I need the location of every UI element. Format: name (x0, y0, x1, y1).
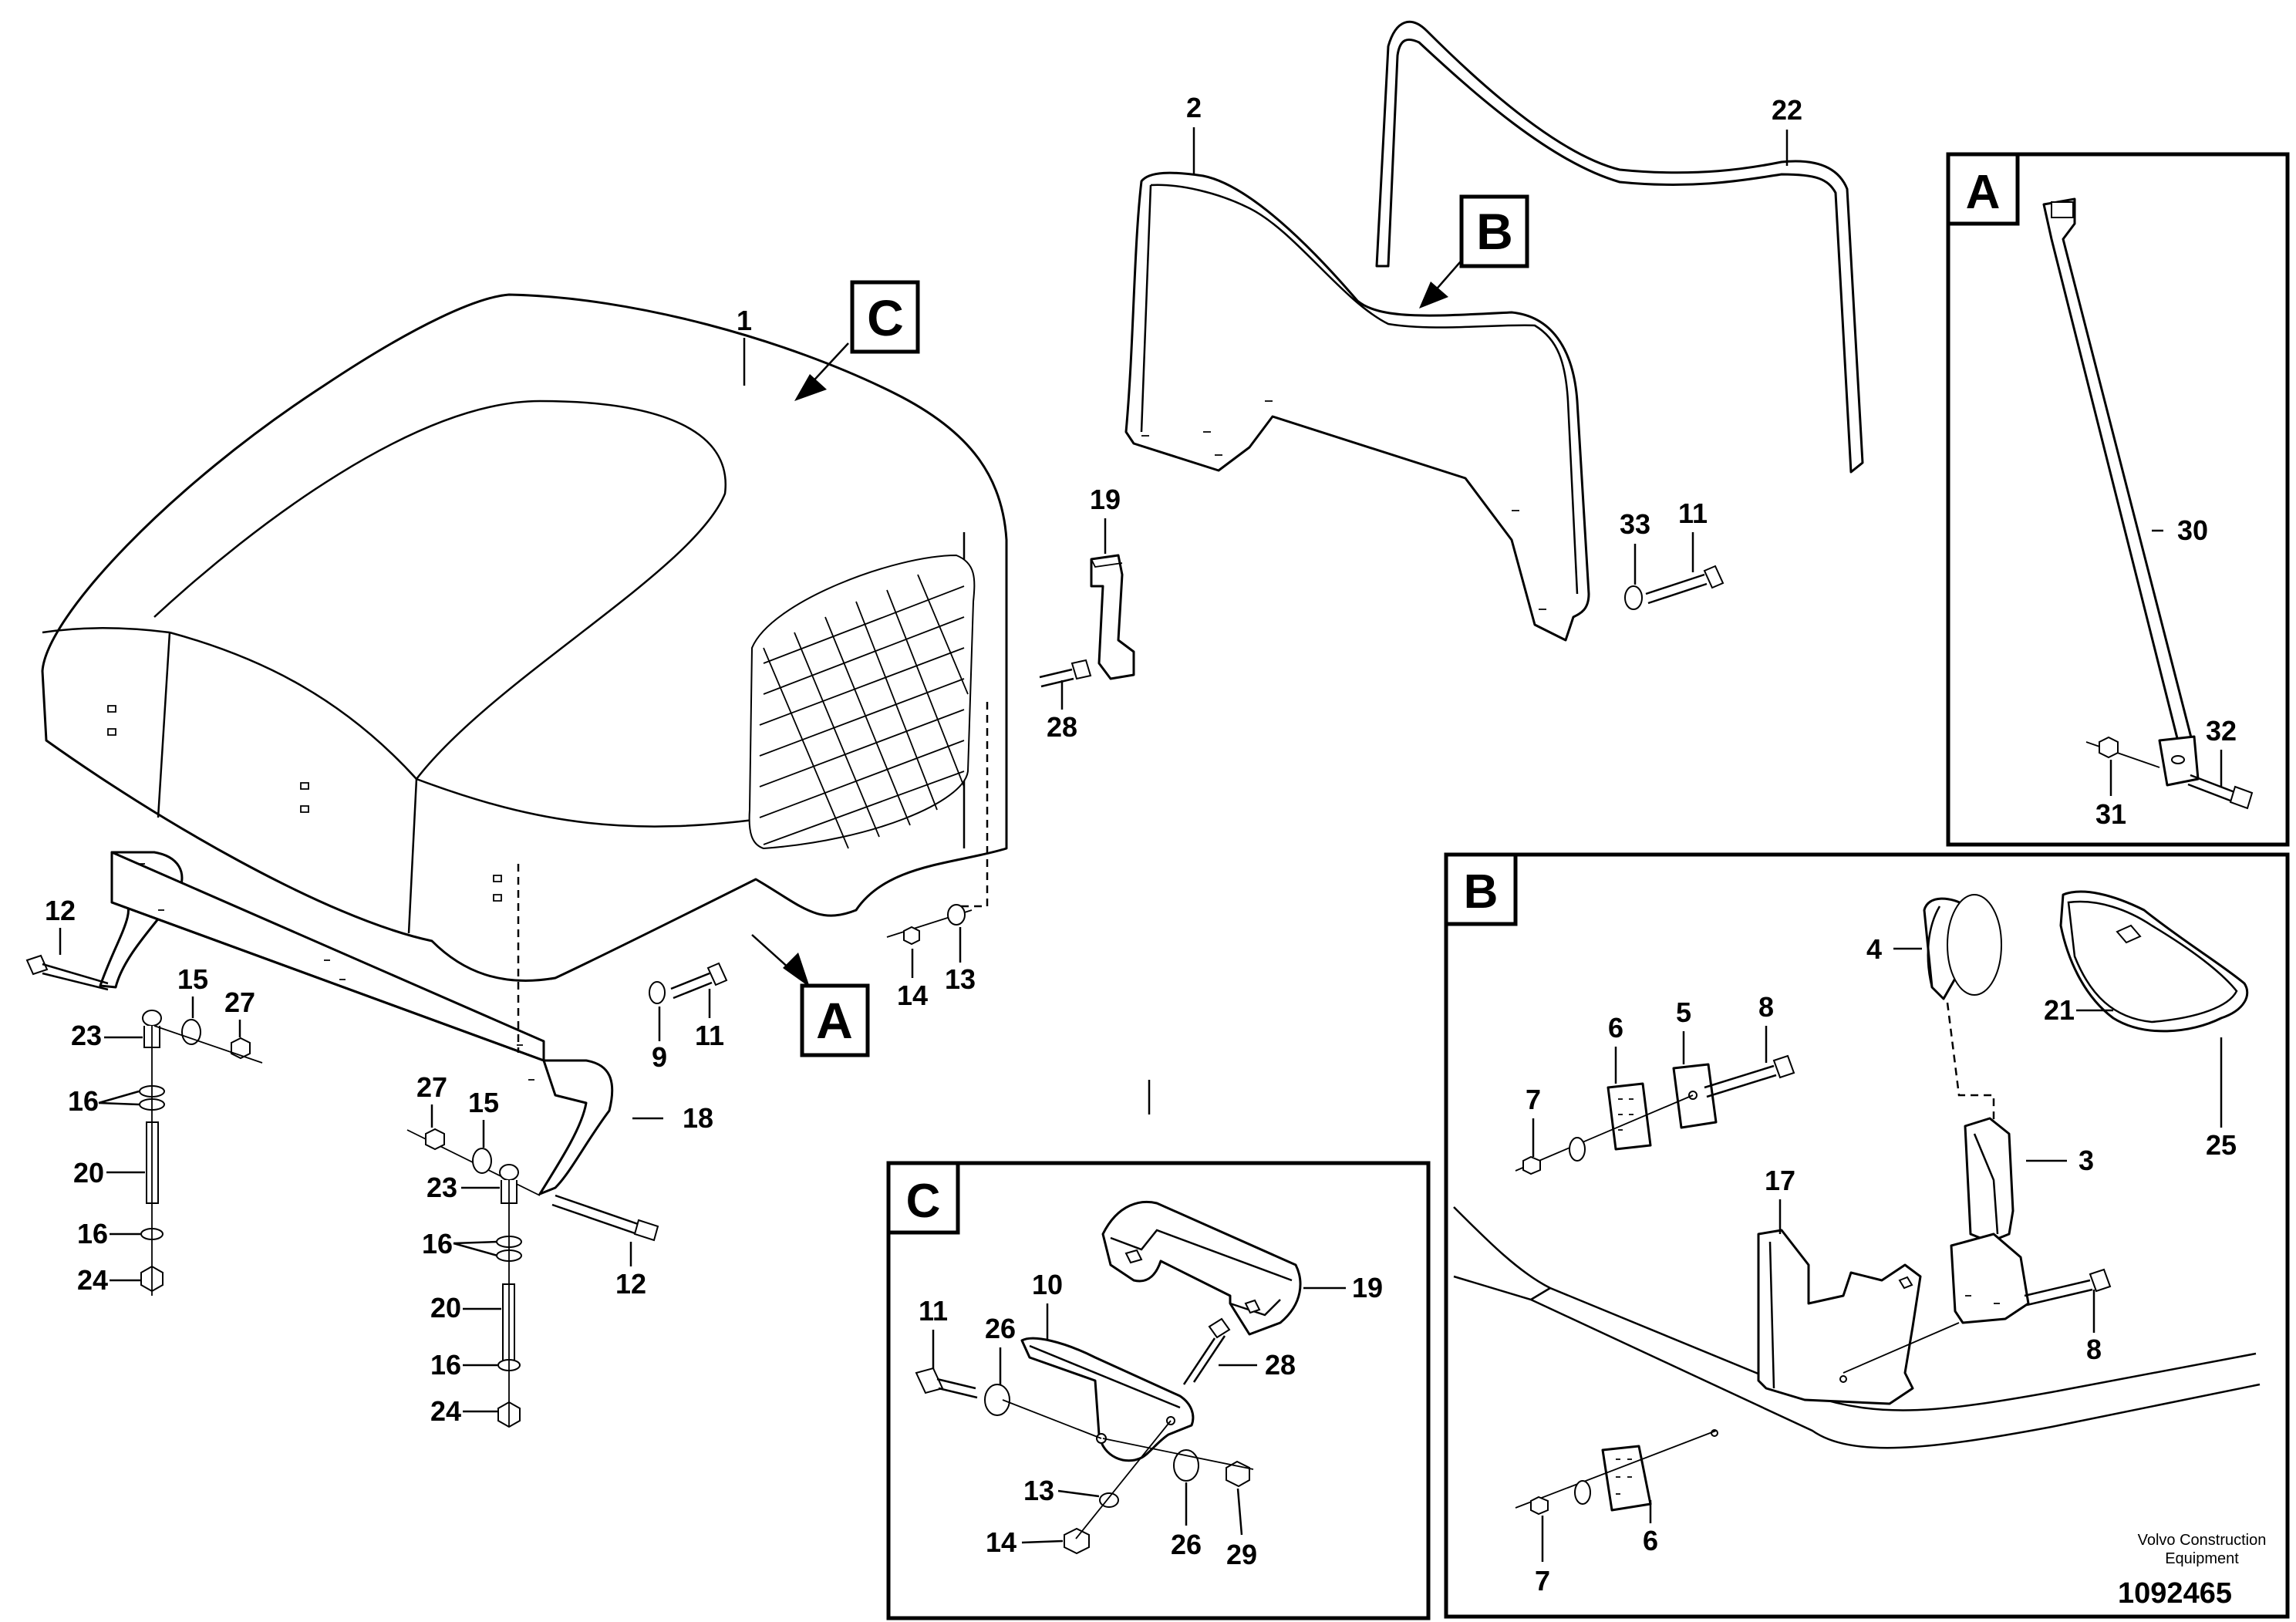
view-a-label-31: 31 (2095, 798, 2126, 830)
part-label-13-mid: 13 (945, 963, 976, 995)
part-label-16-mid-a: 16 (422, 1228, 453, 1259)
view-b-label-21: 21 (2044, 994, 2075, 1026)
view-c-label-10: 10 (1032, 1269, 1063, 1300)
view-b-label-7-top: 7 (1526, 1084, 1541, 1115)
view-c-label-28: 28 (1265, 1349, 1296, 1381)
view-c-label-26-top: 26 (985, 1313, 1016, 1344)
part-label-2: 2 (1186, 92, 1202, 123)
view-c-title: C (906, 1175, 941, 1228)
part-label-11-mid: 11 (695, 1020, 724, 1051)
view-c-label-26-low: 26 (1171, 1529, 1202, 1560)
dash-grille-fasteners (960, 702, 989, 908)
middle-fastener-stack (406, 1128, 659, 1428)
part-label-15-left: 15 (177, 963, 208, 995)
view-c-label-19: 19 (1352, 1272, 1383, 1303)
part-label-24-mid: 24 (430, 1395, 461, 1427)
part-label-12-mid: 12 (615, 1268, 646, 1300)
handle-19 (1090, 554, 1135, 680)
view-b-label-3: 3 (2079, 1145, 2094, 1176)
bolt-28 (1039, 659, 1092, 688)
part-label-19: 19 (1090, 484, 1121, 515)
part-label-22: 22 (1772, 94, 1802, 126)
part-label-9: 9 (652, 1041, 667, 1073)
part-label-20-left: 20 (73, 1157, 104, 1189)
view-b-label-8-top: 8 (1758, 991, 1774, 1023)
part-label-14-mid: 14 (897, 980, 928, 1011)
view-b-label-8-low: 8 (2086, 1334, 2102, 1365)
view-b: B (1444, 852, 2290, 1619)
view-b-label-5: 5 (1676, 996, 1691, 1028)
callout-c: C (794, 280, 920, 401)
part-label-16-left-a: 16 (68, 1085, 99, 1117)
panel-fasteners-33-11 (1624, 565, 1725, 610)
callout-a: A (751, 934, 870, 1057)
part-label-15-mid: 15 (468, 1087, 499, 1118)
grille-pattern (759, 574, 969, 849)
part-label-1: 1 (737, 305, 752, 336)
part-label-23-mid: 23 (426, 1172, 457, 1203)
view-a-label-32: 32 (2206, 715, 2237, 747)
hood-fasteners-9-11 (649, 962, 728, 1004)
part-label-27-left: 27 (224, 986, 255, 1018)
view-c-label-13: 13 (1023, 1475, 1054, 1506)
view-b-label-6-low: 6 (1643, 1525, 1658, 1556)
view-b-label-4: 4 (1866, 933, 1882, 965)
part-label-33: 33 (1620, 508, 1650, 540)
part-label-16-mid-b: 16 (430, 1349, 461, 1381)
part-label-12-left: 12 (45, 895, 76, 926)
hood-cover (41, 293, 1008, 982)
view-c: C (886, 1161, 1431, 1620)
panel-2 (1124, 171, 1590, 642)
footer-company-line1: Volvo Construction (2138, 1532, 2267, 1549)
view-b-label-7-low: 7 (1535, 1565, 1550, 1597)
part-label-27-mid: 27 (416, 1071, 447, 1103)
callout-b: B (1419, 194, 1529, 309)
view-b-label-6-top: 6 (1608, 1012, 1623, 1044)
part-label-20-mid: 20 (430, 1292, 461, 1324)
footer-drawing-number: 1092465 (2118, 1577, 2232, 1610)
view-b-title: B (1464, 865, 1499, 919)
part-label-28: 28 (1047, 711, 1077, 743)
view-a-title: A (1966, 166, 2001, 219)
part-label-16-left-b: 16 (77, 1218, 108, 1249)
part-label-18: 18 (683, 1102, 713, 1134)
view-c-label-14: 14 (986, 1526, 1017, 1558)
view-b-label-17: 17 (1765, 1165, 1795, 1196)
callout-c-letter: C (867, 289, 904, 346)
part-label-24-left: 24 (77, 1264, 108, 1296)
part-label-23-left: 23 (71, 1020, 102, 1051)
view-c-label-29: 29 (1226, 1539, 1257, 1570)
view-a-label-30: 30 (2177, 514, 2208, 546)
callout-b-letter: B (1476, 203, 1513, 260)
view-c-label-11: 11 (919, 1295, 948, 1327)
part-label-11-top: 11 (1678, 497, 1708, 529)
seal-strip-22 (1375, 20, 1864, 474)
left-fastener-stack (25, 954, 263, 1296)
footer-company-line2: Equipment (2165, 1550, 2239, 1567)
view-b-label-25: 25 (2206, 1129, 2237, 1161)
view-a: A (1946, 152, 2290, 847)
support-bracket (99, 851, 614, 1195)
callout-a-letter: A (816, 992, 853, 1049)
hood-fasteners-13-14 (886, 904, 973, 946)
